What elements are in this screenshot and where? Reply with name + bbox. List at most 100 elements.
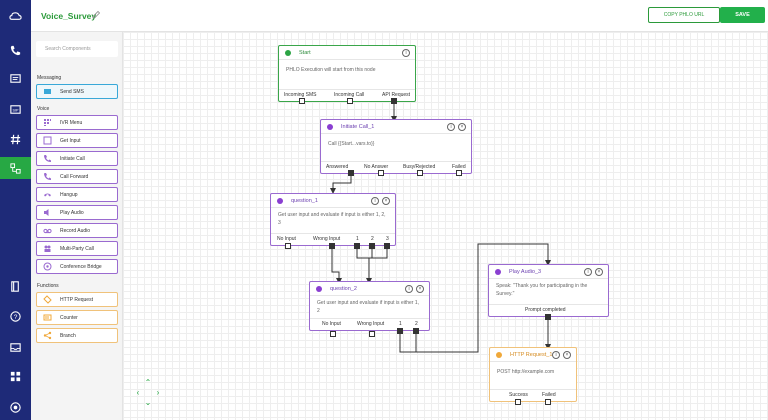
output-label: 2 bbox=[415, 321, 418, 327]
pan-up-icon[interactable]: ⌃ bbox=[144, 378, 152, 387]
port-1[interactable] bbox=[354, 243, 360, 249]
info-icon[interactable]: i bbox=[552, 351, 560, 359]
output-label: Incoming SMS bbox=[284, 92, 317, 98]
port-1[interactable] bbox=[397, 328, 403, 334]
info-icon[interactable]: i bbox=[584, 268, 592, 276]
component-send-sms[interactable]: Send SMS bbox=[36, 84, 118, 99]
node-question-1[interactable]: question_1 i × Get user input and evalua… bbox=[270, 193, 396, 246]
component-http-request[interactable]: HTTP Request bbox=[36, 292, 118, 307]
node-description: POST http://example.com bbox=[497, 369, 555, 375]
search-components-input[interactable]: Search Components bbox=[36, 41, 118, 57]
edit-pencil-icon[interactable] bbox=[91, 10, 101, 20]
output-label: Incoming Call bbox=[334, 92, 365, 98]
component-hangup[interactable]: Hangup bbox=[36, 187, 118, 202]
top-bar: Voice_Survey COPY PHLO URL SAVE bbox=[31, 0, 768, 32]
component-record-audio[interactable]: Record Audio bbox=[36, 223, 118, 238]
output-label: No Answer bbox=[364, 164, 389, 170]
port-failed[interactable] bbox=[456, 170, 462, 176]
node-description: Get user input and evaluate if input is … bbox=[317, 300, 420, 314]
port-wrong-input[interactable] bbox=[369, 331, 375, 337]
component-conference-bridge[interactable]: Conference Bridge bbox=[36, 259, 118, 274]
output-label: No Input bbox=[277, 236, 296, 242]
output-label: Wrong Input bbox=[313, 236, 341, 242]
pan-left-icon[interactable]: ‹ bbox=[136, 388, 140, 397]
port-busy-rejected[interactable] bbox=[417, 170, 423, 176]
port-wrong-input[interactable] bbox=[329, 243, 335, 249]
pan-down-icon[interactable]: ⌄ bbox=[144, 398, 152, 407]
component-call-forward[interactable]: Call Forward bbox=[36, 169, 118, 184]
port-2[interactable] bbox=[369, 243, 375, 249]
http-icon bbox=[43, 295, 52, 304]
close-icon[interactable]: × bbox=[416, 285, 424, 293]
info-icon[interactable]: i bbox=[405, 285, 413, 293]
component-counter[interactable]: Counter bbox=[36, 310, 118, 325]
port-no-input[interactable] bbox=[285, 243, 291, 249]
output-label: Failed bbox=[452, 164, 466, 170]
close-icon[interactable]: × bbox=[595, 268, 603, 276]
close-icon[interactable]: × bbox=[563, 351, 571, 359]
node-http-request[interactable]: HTTP Request_1 i × POST http://example.c… bbox=[489, 347, 577, 402]
port-incoming-sms[interactable] bbox=[299, 98, 305, 104]
sms-icon bbox=[43, 87, 52, 96]
speaker-icon bbox=[43, 208, 52, 217]
sip-icon[interactable]: SIP bbox=[0, 98, 31, 120]
book-icon[interactable] bbox=[0, 275, 31, 297]
node-description: PHLO Execution will start from this node bbox=[286, 67, 376, 73]
cloud-logo-icon[interactable] bbox=[0, 5, 31, 27]
info-icon[interactable]: i bbox=[371, 197, 379, 205]
messages-icon[interactable] bbox=[0, 67, 31, 89]
node-play-audio[interactable]: Play Audio_3 i × Speak: "Thank you for p… bbox=[488, 264, 609, 317]
close-icon[interactable]: × bbox=[382, 197, 390, 205]
copy-phlo-url-button[interactable]: COPY PHLO URL bbox=[648, 7, 720, 23]
port-answered[interactable] bbox=[348, 170, 354, 176]
call-forward-icon bbox=[43, 172, 52, 181]
node-status-dot bbox=[327, 123, 333, 130]
output-label: 1 bbox=[399, 321, 402, 327]
branch-icon bbox=[43, 331, 52, 340]
save-button[interactable]: SAVE bbox=[720, 7, 765, 23]
help-icon[interactable]: ? bbox=[0, 305, 31, 327]
port-2[interactable] bbox=[413, 328, 419, 334]
pan-right-icon[interactable]: › bbox=[156, 388, 160, 397]
section-messaging: Messaging bbox=[37, 75, 62, 81]
port-no-answer[interactable] bbox=[378, 170, 384, 176]
ivr-grid-icon bbox=[43, 118, 52, 127]
component-get-input[interactable]: Get Input bbox=[36, 133, 118, 148]
port-success[interactable] bbox=[515, 399, 521, 405]
phone-icon[interactable] bbox=[0, 39, 31, 61]
port-no-input[interactable] bbox=[330, 331, 336, 337]
account-icon[interactable] bbox=[0, 396, 31, 418]
component-initiate-call[interactable]: Initiate Call bbox=[36, 151, 118, 166]
node-title: Play Audio_3 bbox=[509, 268, 542, 275]
component-ivr-menu[interactable]: IVR Menu bbox=[36, 115, 118, 130]
port-api-request[interactable] bbox=[391, 98, 397, 104]
numbers-hash-icon[interactable] bbox=[0, 128, 31, 150]
port-prompt-completed[interactable] bbox=[545, 314, 551, 320]
port-incoming-call[interactable] bbox=[347, 98, 353, 104]
call-icon bbox=[43, 154, 52, 163]
close-icon[interactable]: × bbox=[458, 123, 466, 131]
info-icon[interactable]: i bbox=[402, 49, 410, 57]
node-initiate-call[interactable]: Initiate Call_1 i × Call {{Start...vars.… bbox=[320, 119, 472, 174]
component-branch[interactable]: Branch bbox=[36, 328, 118, 343]
info-icon[interactable]: i bbox=[447, 123, 455, 131]
conference-icon bbox=[43, 262, 52, 271]
node-title: question_1 bbox=[291, 197, 318, 204]
inbox-icon[interactable] bbox=[0, 336, 31, 358]
component-multi-party-call[interactable]: Multi-Party Call bbox=[36, 241, 118, 256]
port-3[interactable] bbox=[384, 243, 390, 249]
multi-party-icon bbox=[43, 244, 52, 253]
phlo-title[interactable]: Voice_Survey bbox=[41, 11, 97, 21]
node-description: Call {{Start...vars.to}} bbox=[328, 141, 375, 147]
component-play-audio[interactable]: Play Audio bbox=[36, 205, 118, 220]
node-title: Initiate Call_1 bbox=[341, 123, 375, 130]
node-start[interactable]: Start i PHLO Execution will start from t… bbox=[278, 45, 416, 102]
hangup-icon bbox=[43, 190, 52, 199]
phlo-canvas[interactable] bbox=[123, 32, 768, 420]
port-failed[interactable] bbox=[545, 399, 551, 405]
node-question-2[interactable]: question_2 i × Get user input and evalua… bbox=[309, 281, 430, 331]
phlo-icon[interactable] bbox=[0, 157, 31, 179]
node-title: question_2 bbox=[330, 285, 357, 292]
apps-grid-icon[interactable] bbox=[0, 365, 31, 387]
output-label: API Request bbox=[382, 92, 411, 98]
